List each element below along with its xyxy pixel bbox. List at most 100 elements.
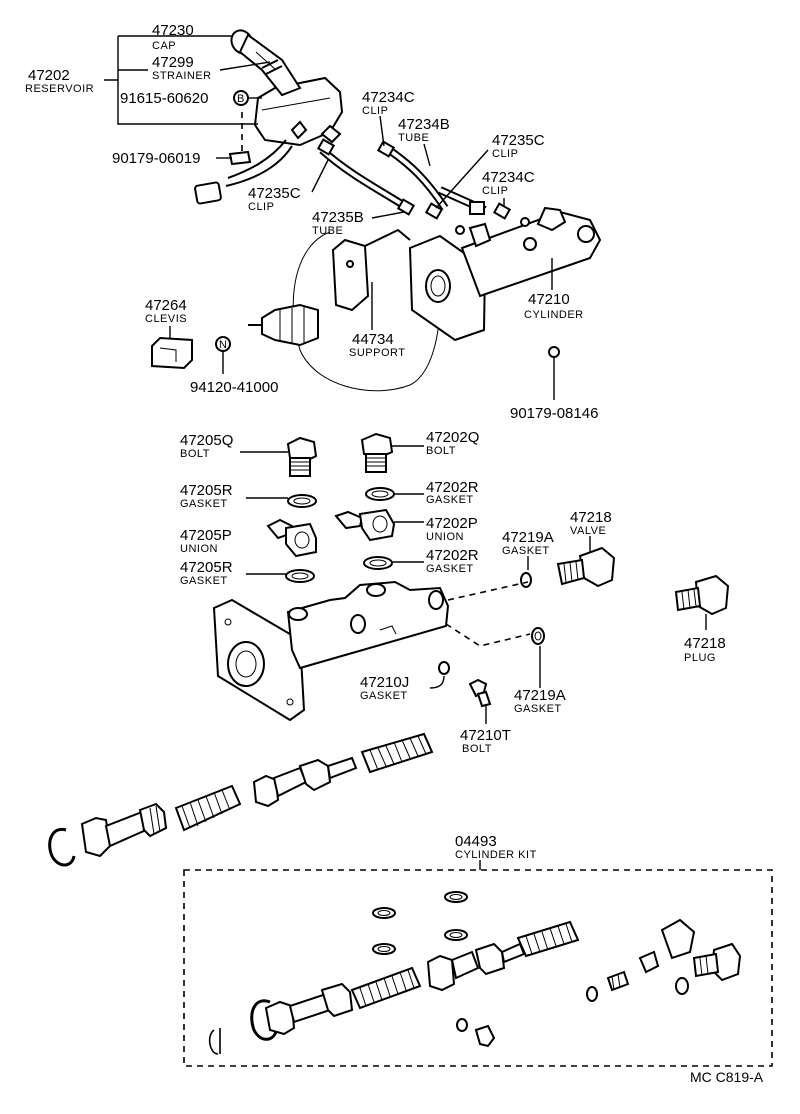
cylinder-kit-parts [208,891,742,1055]
part-number: 94120-41000 [190,379,278,396]
callout-47210t: 47210T BOLT [460,678,511,755]
gasket-47210j [438,661,450,675]
part-number: 47235C [248,185,301,202]
part-number: 47235B [312,209,364,226]
gasket-47202r-lower [363,556,393,570]
part-number: 47210T [460,727,511,744]
callout-47202r-lower: 47202R GASKET [426,547,479,575]
plug-icon [694,574,730,616]
part-number: 47202 [28,67,70,84]
cylinder-assembled [408,206,602,342]
part-name: SUPPORT [349,347,405,359]
callout-47299: 47299 STRAINER [152,54,212,82]
figure-code: MC C819-A [690,1069,764,1085]
badge-label: N [219,339,227,351]
callout-47235b: 47235B TUBE [312,209,364,237]
piston-springs-exploded [48,732,434,867]
callout-47234b: 47234B TUBE [398,116,450,144]
part-number: 47205R [180,559,233,576]
callout-47218-valve: 47218 VALVE [556,509,616,588]
part-name: GASKET [426,563,474,575]
callout-44734: 44734 SUPPORT [349,331,405,359]
reservoir-assembly [194,29,344,205]
cylinder-kit-box [183,869,773,1067]
part-name: VALVE [570,525,606,537]
part-number: 47299 [152,54,194,71]
part-name: CYLINDER [524,309,584,321]
cylinder-body-exploded [212,580,450,722]
union-47202p [334,508,396,542]
part-name: GASKET [514,703,562,715]
part-name: BOLT [426,445,456,457]
badge-label: B [237,93,245,105]
part-name: GASKET [426,494,474,506]
callout-90179-08146: 90179-08146 [510,346,598,422]
part-number: 47219A [502,529,554,546]
part-name: CLEVIS [145,313,187,325]
part-number: 47210J [360,674,409,691]
part-name: GASKET [180,575,228,587]
part-number: 47205R [180,482,233,499]
part-number: 47264 [145,297,187,314]
gasket-47202r-upper [365,487,395,501]
part-number: 47205P [180,527,232,544]
part-number: 90179-08146 [510,405,598,422]
part-number: 47234C [362,89,415,106]
part-name: CLIP [248,201,274,213]
part-number: 91615-60620 [120,90,208,107]
part-name: TUBE [398,132,429,144]
part-name: GASKET [180,498,228,510]
callout-47235c-left: 47235C CLIP [248,185,301,213]
gasket-47219a-lower [531,627,545,645]
part-number: 47218 [684,635,726,652]
callout-47205p: 47205P UNION [180,527,232,555]
part-number: 90179-06019 [112,150,200,167]
badge-n-icon [215,336,231,352]
callout-91615-60620: 91615-60620 B [120,90,249,107]
nut-icon [548,346,560,358]
callout-47230: 47230 CAP [152,22,194,52]
part-number: 47235C [492,132,545,149]
part-name: RESERVOIR [25,83,94,95]
part-name: BOLT [180,448,210,460]
callout-90179-06019: 90179-06019 [112,150,200,167]
clevis-icon [151,336,193,370]
part-name: PLUG [684,652,716,664]
part-name: CLIP [482,185,508,197]
callout-94120-41000: N 94120-41000 [190,336,278,396]
union-47205p [266,518,317,558]
callout-47210: 47210 CYLINDER [524,291,584,321]
callout-47205r-upper: 47205R GASKET [180,482,233,510]
part-name: CAP [152,40,176,52]
part-number: 47234C [482,169,535,186]
part-name: CLIP [362,105,388,117]
valve-icon [578,546,616,588]
part-number: 47202P [426,515,478,532]
brake-booster [248,231,441,392]
callout-47234c-right: 47234C CLIP [482,169,535,197]
callout-47202p: 47202P UNION [426,515,478,543]
callout-47205q: 47205Q BOLT [180,432,233,460]
gasket-47219a-upper [520,572,532,588]
callout-47205r-lower: 47205R GASKET [180,559,233,587]
part-number: 04493 [455,833,497,850]
part-number: 44734 [352,331,394,348]
callout-47218-plug: 47218 PLUG [674,574,730,664]
callout-47219a-lower: 47219A GASKET [514,646,566,715]
callout-47234c-top: 47234C CLIP [362,89,415,117]
part-number: 47234B [398,116,450,133]
part-name: CYLINDER KIT [455,849,537,861]
part-number: 47218 [570,509,612,526]
callout-47235c-right: 47235C CLIP [492,132,545,160]
part-name: STRAINER [152,70,212,82]
part-number: 47210 [528,291,570,308]
part-number: 47202R [426,547,479,564]
callout-47219a-upper: 47219A GASKET [502,529,554,588]
gasket-47205r-lower [285,569,315,583]
part-name: UNION [180,543,218,555]
bolt-47202q [360,432,394,473]
part-name: BOLT [462,743,492,755]
part-number: 47219A [514,687,566,704]
callout-04493: 04493 CYLINDER KIT [455,833,537,870]
